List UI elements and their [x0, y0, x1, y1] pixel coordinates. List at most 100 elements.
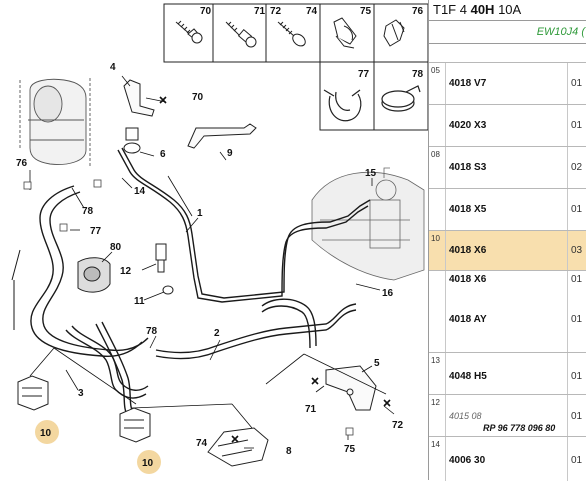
part-qty: 02 [571, 162, 583, 173]
callout-1[interactable]: 1 [197, 208, 203, 219]
clamp-10-right [119, 407, 151, 443]
callout-12[interactable]: 12 [120, 266, 132, 277]
fastener-marks [159, 96, 391, 443]
screw-icon-70 [175, 20, 203, 44]
icon-label-71: 71 [254, 6, 266, 17]
icon-label-78: 78 [412, 69, 424, 80]
mount-80 [77, 257, 111, 293]
bracket-4 [123, 79, 155, 117]
callout-5[interactable]: 5 [374, 358, 380, 369]
icon-label-70: 70 [200, 6, 212, 17]
parts-row[interactable]: 14 4006 30 01 [429, 436, 586, 481]
callout-74[interactable]: 74 [196, 438, 208, 449]
callout-71[interactable]: 71 [305, 404, 317, 415]
callout-70[interactable]: 70 [192, 92, 204, 103]
hardware-icon-box [163, 3, 429, 131]
part-ref-superseded: 4015 08 [449, 411, 482, 421]
callout-76[interactable]: 76 [16, 158, 28, 169]
part-ref[interactable]: 4006 30 [449, 455, 486, 466]
part-qty: 01 [571, 204, 583, 215]
model-suffix: 10A [498, 2, 522, 17]
model-header: T1F 4 40H 10A [429, 0, 586, 21]
leader-lines [29, 75, 395, 449]
parts-table: T1F 4 40H 10A EW10J4 ( 05 4018 V7 01 402… [428, 0, 586, 481]
callout-4[interactable]: 4 [110, 62, 116, 73]
parts-row[interactable]: 12 4015 08 RP 96 778 096 80 01 [429, 394, 586, 437]
parts-row[interactable]: 13 4048 H5 01 [429, 352, 586, 395]
hose-lines [11, 147, 371, 417]
part-qty: 01 [571, 78, 583, 89]
callouts[interactable]: 1 2 3 4 5 6 8 9 11 12 14 15 16 70 71 72 … [16, 62, 404, 469]
icon-label-75: 75 [360, 6, 372, 17]
callout-72[interactable]: 72 [392, 420, 404, 431]
part-ref[interactable]: 4020 X3 [449, 120, 487, 131]
row-index: 08 [431, 150, 440, 159]
part-ref[interactable]: 4048 H5 [449, 371, 487, 382]
icon-label-77: 77 [358, 69, 370, 80]
callout-75[interactable]: 75 [344, 444, 356, 455]
row-index: 05 [431, 66, 440, 75]
icon-label-74: 74 [306, 6, 318, 17]
part-ref[interactable]: 4018 V7 [449, 78, 487, 89]
parts-row[interactable]: 4018 X5 01 [429, 188, 586, 231]
parts-row-selected[interactable]: 10 4018 X6 03 [429, 230, 586, 271]
parts-row[interactable]: 05 4018 V7 01 [429, 62, 586, 105]
callout-2[interactable]: 2 [214, 328, 220, 339]
part-ref[interactable]: 4018 X5 [449, 204, 487, 215]
row-index: 10 [431, 234, 440, 243]
clip-icon-76 [383, 19, 405, 47]
row-index: 12 [431, 398, 440, 407]
parts-row[interactable]: 4020 X3 01 [429, 104, 586, 147]
screw-icon-72 [277, 21, 306, 47]
parts-row[interactable]: 4018 X6 01 4018 AY 01 [429, 270, 586, 353]
callout-77[interactable]: 77 [90, 226, 102, 237]
reservoir [19, 78, 91, 168]
engine-label: EW10J4 ( [429, 21, 586, 44]
row-index: 13 [431, 356, 440, 365]
part-ref[interactable]: 4018 X6 [449, 274, 487, 285]
clip-icon-75 [333, 17, 357, 49]
hose-clamp-icon-78 [381, 85, 421, 112]
callout-10-right-highlight [137, 450, 161, 474]
callout-10-left[interactable]: 10 [40, 428, 52, 439]
callout-14[interactable]: 14 [134, 186, 146, 197]
callout-15[interactable]: 15 [365, 168, 377, 179]
callout-9[interactable]: 9 [227, 148, 233, 159]
parts-row[interactable]: 08 4018 S3 02 [429, 146, 586, 189]
callout-6[interactable]: 6 [160, 149, 166, 160]
callout-16[interactable]: 16 [382, 288, 394, 299]
callout-10-left-highlight [35, 420, 59, 444]
callout-11[interactable]: 11 [134, 296, 145, 307]
clamp-icon-77 [323, 89, 362, 122]
part-qty: 01 [571, 120, 583, 131]
bracket-5 [325, 365, 377, 411]
clip-8 [207, 427, 269, 467]
callout-78-upper[interactable]: 78 [82, 206, 94, 217]
icon-label-76: 76 [412, 6, 424, 17]
part-ref-replacement[interactable]: RP 96 778 096 80 [483, 423, 556, 433]
clamp-10-left [17, 375, 49, 411]
row-index: 14 [431, 440, 440, 449]
callout-80[interactable]: 80 [110, 242, 122, 253]
part-qty: 01 [571, 274, 583, 285]
square-markers [23, 179, 354, 436]
part-qty: 03 [571, 245, 583, 256]
bracket-9 [187, 123, 257, 149]
part-ref[interactable]: 4018 S3 [449, 162, 487, 173]
part-qty: 01 [571, 371, 583, 382]
part-ref[interactable]: 4018 X6 [449, 245, 487, 256]
pressure-switch-12 [155, 243, 167, 273]
icon-label-72: 72 [270, 6, 282, 17]
callout-8[interactable]: 8 [286, 446, 292, 457]
model-prefix: T1F 4 [433, 2, 467, 17]
parts-diagram: 70 71 72 74 75 76 77 78 [11, 3, 429, 474]
callout-78-lower[interactable]: 78 [146, 326, 158, 337]
model-bold: 40H [470, 2, 495, 17]
fitting-6 [123, 127, 141, 154]
callout-10-right[interactable]: 10 [142, 458, 154, 469]
callout-3[interactable]: 3 [78, 388, 84, 399]
part-qty-alt: 01 [571, 314, 583, 325]
steering-rack [311, 167, 425, 281]
screw-icon-71 [225, 21, 257, 48]
part-ref-alt[interactable]: 4018 AY [449, 314, 487, 325]
